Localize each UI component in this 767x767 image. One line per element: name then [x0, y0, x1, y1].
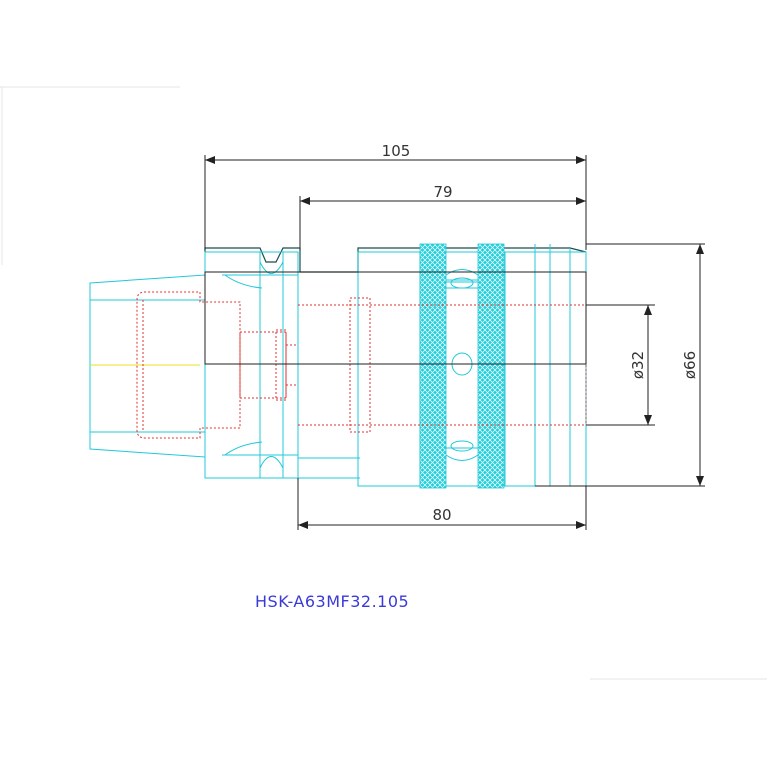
dimension-outer-diameter-label: ø66 — [681, 351, 699, 379]
dimension-105-label: 105 — [382, 142, 411, 160]
hsk-taper — [89, 274, 206, 458]
dimension-outer-diameter: ø66 — [535, 243, 705, 487]
flange-section — [204, 247, 300, 479]
dimension-bore-diameter-label: ø32 — [629, 351, 647, 379]
neck — [298, 248, 360, 479]
dimension-bore-diameter: ø32 — [586, 304, 655, 426]
internal-bore — [136, 291, 587, 439]
dimension-79-label: 79 — [433, 183, 452, 201]
sheet-frame — [0, 86, 767, 680]
dimension-80-label: 80 — [432, 506, 451, 524]
part-number-label: HSK-A63MF32.105 — [255, 592, 409, 611]
knurled-rings — [419, 243, 505, 489]
dimension-80: 80 — [297, 478, 587, 530]
reference-lines — [204, 271, 587, 365]
dimension-105: 105 — [204, 142, 587, 250]
dimension-79: 79 — [299, 183, 586, 250]
